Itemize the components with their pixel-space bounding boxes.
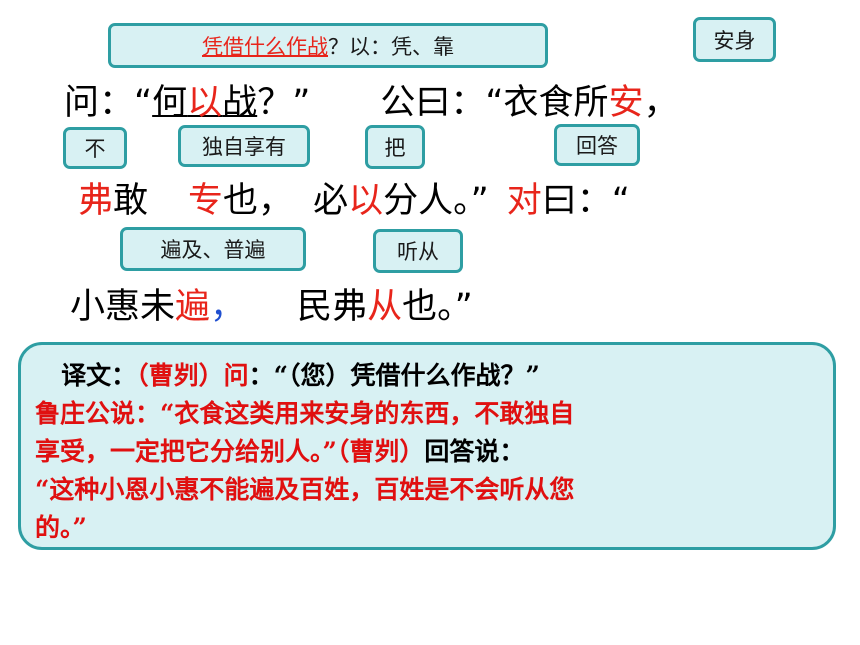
line3-comma: ， (210, 287, 246, 327)
translation-line-1: 译文：（曹刿）问：“（您）凭借什么作战？” (35, 357, 819, 395)
translation-panel: 译文：（曹刿）问：“（您）凭借什么作战？” 鲁庄公说：“衣食这类用来安身的东西，… (18, 342, 836, 550)
char-bi: 必 (313, 181, 349, 221)
line1-wen: 问：“ (64, 83, 153, 123)
text-line-3: 小惠未遍， 民弗从也。” (70, 278, 473, 329)
char-fu: 弗 (78, 181, 114, 221)
line2-fenren: 分人。” (383, 181, 489, 221)
note-bianji: 遍及、普遍 (120, 227, 306, 271)
char-yi-2: 以 (348, 181, 384, 221)
note-tingcong: 听从 (373, 229, 463, 273)
translation-label: 译文： (61, 361, 137, 390)
translation-line-2: 鲁庄公说：“衣食这类用来安身的东西，不敢独自 (35, 395, 819, 433)
char-an: 安 (608, 83, 644, 123)
char-yi: 以 (187, 83, 223, 123)
line3-ye: 也。” (402, 287, 473, 327)
translation-not-dare: 不敢独自 (474, 399, 575, 428)
note-duzi-xiangyou: 独自享有 (178, 125, 310, 167)
note-huida: 回答 (554, 124, 640, 166)
char-dui: 对 (506, 181, 542, 221)
translation-line-3: 享受，一定把它分给别人。”（曹刿）回答说： (35, 433, 819, 471)
char-zhan: 战 (222, 83, 258, 123)
translation-question: ：“（您）凭借什么作战？” (248, 361, 540, 390)
note-meaning-hewu: 凭借什么作战？以：凭、靠 (108, 23, 548, 68)
line1-gongyue: 公曰：“衣食所 (380, 83, 609, 123)
char-gan: 敢 (113, 181, 149, 221)
text-line-1: 问：“何以战？” 公曰：“衣食所安， (64, 74, 679, 125)
char-bian: 遍 (175, 287, 211, 327)
text-line-2: 弗敢专也， 必以分人。” 对曰：“ (78, 172, 630, 223)
line2-yue: 曰：“ (541, 181, 630, 221)
line3-minfu: 民弗 (297, 287, 368, 327)
note-yi-gloss: ？以：凭、靠 (328, 34, 454, 59)
translation-answer: 回答说： (424, 437, 525, 466)
note-question-text: 凭借什么作战 (202, 34, 328, 59)
translation-line-5: 的。” (35, 513, 87, 542)
note-anshen: 安身 (693, 17, 776, 62)
char-he: 何 (152, 83, 188, 123)
note-bu: 不 (63, 127, 127, 169)
line1-qmark: ？” (257, 83, 311, 123)
translation-caogui-ask: （曹刿）问 (136, 361, 249, 390)
note-ba: 把 (365, 125, 425, 169)
line3-xiaohui: 小惠未 (70, 287, 176, 327)
line1-comma: ， (643, 83, 679, 123)
translation-share: 享受，一定把它分给别人。”（曹刿） (35, 437, 425, 466)
line2-ye: 也， (223, 181, 294, 221)
translation-duke-says: 鲁庄公说：“衣食这类用来安身的东西， (35, 399, 475, 428)
translation-line-4: “这种小恩小惠不能遍及百姓，百姓是不会听从您 (35, 475, 575, 504)
char-zhuan: 专 (188, 181, 224, 221)
char-cong: 从 (367, 287, 403, 327)
line1-helyi: 何以战 (152, 83, 257, 123)
